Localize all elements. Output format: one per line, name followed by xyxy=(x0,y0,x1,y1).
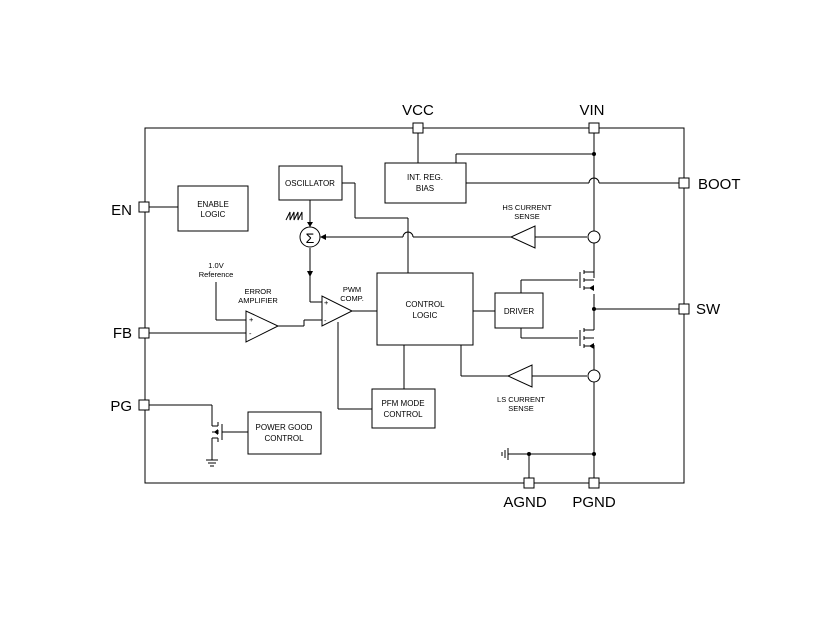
ls-current-sense: LS CURRENT SENSE xyxy=(497,364,545,413)
int-reg-bias-block: INT. REG. BIAS xyxy=(384,162,467,204)
pin-pgnd-label: PGND xyxy=(572,494,616,511)
wiring xyxy=(149,133,679,478)
pin-boot-label: BOOT xyxy=(698,176,741,193)
pin-agnd-pad xyxy=(523,477,535,489)
pin-en-label: EN xyxy=(111,202,132,219)
enable-logic-line-1: ENABLE xyxy=(197,200,229,209)
pin-sw: SW xyxy=(678,301,721,318)
int-reg-bias-line-2: BIAS xyxy=(416,184,434,193)
current-sensor-icon xyxy=(587,230,601,244)
pin-vin-label: VIN xyxy=(579,102,604,119)
control-logic-block: CONTROL LOGIC xyxy=(376,272,474,346)
reference-line-2: Reference xyxy=(199,270,234,279)
pin-pg: PG xyxy=(110,398,150,415)
ground-icon xyxy=(206,459,218,467)
pin-fb-pad xyxy=(138,327,150,339)
pfm-mode-control-line-1: PFM MODE xyxy=(381,399,424,408)
driver-label: DRIVER xyxy=(504,307,534,316)
summing-junction: Σ xyxy=(299,226,321,248)
enable-logic-line-2: LOGIC xyxy=(201,210,226,219)
pin-sw-label: SW xyxy=(696,301,721,318)
reference-line-1: 1.0V xyxy=(208,261,223,270)
pin-pgnd-pad xyxy=(588,477,600,489)
pin-en-pad xyxy=(138,201,150,213)
enable-logic-block: ENABLE LOGIC xyxy=(177,185,249,232)
pwm-comparator: + - PWM COMP. xyxy=(321,285,364,327)
driver-block: DRIVER xyxy=(494,292,544,329)
high-side-mosfet xyxy=(579,270,595,291)
pin-vin-pad xyxy=(588,122,600,134)
sawtooth-icon xyxy=(285,211,303,221)
reference-label: 1.0V Reference xyxy=(199,261,234,279)
pfm-mode-control-block: PFM MODE CONTROL xyxy=(371,388,436,429)
power-good-control-line-1: POWER GOOD xyxy=(256,423,313,432)
pin-vcc: VCC xyxy=(402,102,434,134)
pin-boot-pad xyxy=(678,177,690,189)
pin-vcc-label: VCC xyxy=(402,102,434,119)
pin-boot: BOOT xyxy=(678,176,741,193)
hs-current-sense-line-2: SENSE xyxy=(514,212,539,221)
oscillator-block: OSCILLATOR xyxy=(278,165,343,201)
pwm-comp-minus: - xyxy=(324,316,327,325)
pfm-mode-control-line-2: CONTROL xyxy=(383,410,423,419)
error-amplifier: + - ERROR AMPLIFIER xyxy=(238,287,280,343)
pin-en: EN xyxy=(111,201,150,219)
control-logic-line-2: LOGIC xyxy=(413,311,438,320)
pwm-comp-plus: + xyxy=(324,298,329,307)
control-logic-line-1: CONTROL xyxy=(405,300,445,309)
pin-vcc-pad xyxy=(412,122,424,134)
error-amp-plus: + xyxy=(249,315,254,324)
pin-agnd-label: AGND xyxy=(503,494,547,511)
hs-current-sense-line-1: HS CURRENT xyxy=(502,203,552,212)
sum-symbol: Σ xyxy=(306,230,315,246)
ls-current-sense-line-2: SENSE xyxy=(508,404,533,413)
current-sensor-icon xyxy=(587,369,601,383)
error-amplifier-line-2: AMPLIFIER xyxy=(238,296,278,305)
int-reg-bias-line-1: INT. REG. xyxy=(407,173,443,182)
pin-fb-label: FB xyxy=(113,325,132,342)
oscillator-label: OSCILLATOR xyxy=(285,179,335,188)
low-side-mosfet xyxy=(579,323,595,349)
error-amplifier-line-1: ERROR xyxy=(244,287,272,296)
hs-current-sense: HS CURRENT SENSE xyxy=(502,203,552,249)
error-amp-minus: - xyxy=(249,329,252,338)
pin-pg-label: PG xyxy=(110,398,132,415)
ls-current-sense-line-1: LS CURRENT xyxy=(497,395,545,404)
power-good-control-line-2: CONTROL xyxy=(264,434,304,443)
pwm-comp-line-2: COMP. xyxy=(340,294,364,303)
pin-pg-pad xyxy=(138,399,150,411)
pin-sw-pad xyxy=(678,303,690,315)
pin-fb: FB xyxy=(113,325,150,342)
ground-icon xyxy=(501,448,509,460)
power-good-control-block: POWER GOOD CONTROL xyxy=(247,411,322,455)
power-good-mosfet xyxy=(212,422,226,442)
pwm-comp-line-1: PWM xyxy=(343,285,361,294)
